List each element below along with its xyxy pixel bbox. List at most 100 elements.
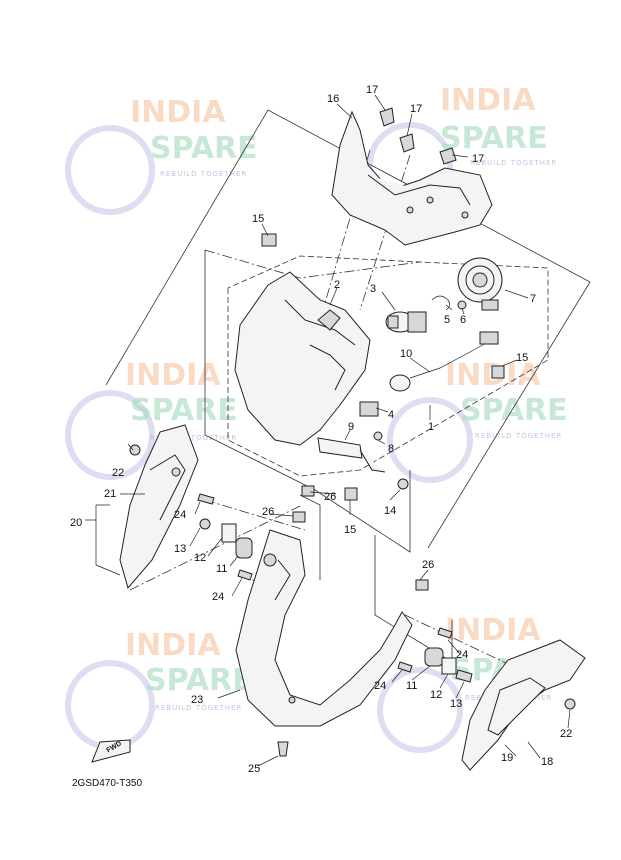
- damper-11-right: [424, 647, 444, 667]
- callout-5: 5: [444, 314, 450, 326]
- headlight-inner-frame: [204, 250, 411, 553]
- callout-2: 2: [334, 279, 340, 291]
- callout-4: 4: [388, 409, 394, 421]
- callout-11-right: 11: [406, 680, 417, 692]
- callout-24-right: 24: [374, 680, 386, 692]
- bolt-part-14: [397, 478, 409, 490]
- watermark-line1: INDIA: [125, 358, 221, 393]
- watermark-top-right: INDIA SPARE REBUILD TOGETHER: [367, 83, 557, 208]
- bolt-24-left-lower: [237, 569, 253, 581]
- watermark-tagline: REBUILD TOGETHER: [160, 170, 247, 178]
- bolt-chain-left: [204, 499, 306, 531]
- collar-12-right: [441, 657, 457, 675]
- callout-25: 25: [248, 763, 260, 775]
- socket-cover-part: [457, 257, 503, 311]
- callout-19: 19: [501, 752, 513, 764]
- callout-13-right: 13: [450, 698, 462, 710]
- callout-11-left: 11: [216, 563, 227, 575]
- callout-12-left: 12: [194, 552, 206, 564]
- callout-8: 8: [388, 443, 394, 455]
- callout-15-upper: 15: [252, 213, 264, 225]
- callout-22-left: 22: [112, 467, 124, 479]
- callout-26-right: 26: [422, 559, 434, 571]
- watermark-line2: SPARE: [150, 131, 258, 166]
- bolt-13-right: [455, 669, 473, 683]
- leader-lines: [85, 94, 571, 767]
- clip-15-right: [491, 365, 505, 379]
- watermark-tagline: REBUILD TOGETHER: [155, 704, 242, 712]
- callout-26-left: 26: [262, 506, 274, 518]
- clip-15-upper: [261, 233, 277, 247]
- screw-22-left: [129, 444, 141, 456]
- upper-cowl-part: [331, 110, 493, 246]
- bolt-25: [277, 741, 289, 757]
- nut-26-c: [415, 579, 429, 591]
- watermark-tagline: REBUILD TOGETHER: [150, 434, 237, 442]
- headlight-unit-part: [234, 271, 371, 446]
- screw-part-6: [457, 300, 467, 310]
- fwd-marker: FWD: [91, 739, 131, 763]
- damper-11-left: [235, 537, 253, 559]
- callout-26-mid: 26: [324, 491, 336, 503]
- callout-22-right: 22: [560, 728, 572, 740]
- callout-12-right: 12: [430, 689, 442, 701]
- spring-part-5: [431, 295, 450, 311]
- callout-9: 9: [348, 421, 354, 433]
- nut-26-b: [292, 511, 306, 523]
- watermark-tagline: REBUILD TOGETHER: [470, 159, 557, 167]
- callout-3: 3: [370, 283, 376, 295]
- screw-17-group: [379, 107, 457, 165]
- callout-10: 10: [400, 348, 412, 360]
- watermark-line2: SPARE: [460, 393, 568, 428]
- callout-17-c: 17: [472, 153, 484, 165]
- bolt-24-left-upper: [197, 493, 215, 505]
- callout-15-right: 15: [516, 352, 528, 364]
- bolt-13-left: [199, 518, 211, 530]
- bolt-24-right-upper: [437, 627, 453, 639]
- watermark-line2: SPARE: [130, 393, 238, 428]
- callout-1: 1: [428, 421, 434, 433]
- watermark-line1: INDIA: [440, 83, 536, 118]
- callout-18: 18: [541, 756, 553, 768]
- callout-17-a: 17: [366, 84, 378, 96]
- bolt-24-right-lower: [397, 661, 413, 673]
- callout-23: 23: [191, 694, 203, 706]
- watermark-mid-right: INDIA SPARE REBUILD TOGETHER: [387, 358, 568, 483]
- watermark-top-left: INDIA SPARE REBUILD TOGETHER: [65, 95, 258, 215]
- callout-6: 6: [460, 314, 466, 326]
- lower-frame-left: [299, 494, 321, 580]
- bulb-part: [385, 311, 427, 333]
- drawing-code: 2GSD470-T350: [72, 778, 142, 789]
- callout-24-left-lower: 24: [212, 591, 224, 603]
- cowl-chain-line-2: [359, 154, 411, 311]
- callout-labels: 1 2 3 4 5 6 7 8 9 10 11 11 12 12 13 13 1…: [70, 84, 572, 775]
- bolt-chain-right: [404, 614, 511, 666]
- watermark-line1: INDIA: [130, 95, 226, 130]
- callout-13-left: 13: [174, 543, 186, 555]
- screw-22-right: [564, 698, 576, 710]
- bracket-part-4: [359, 401, 379, 417]
- callout-24-right-upper: 24: [456, 649, 468, 661]
- bolt-part-8: [373, 431, 383, 441]
- watermark-bottom-left: INDIA SPARE REBUILD TOGETHER: [65, 628, 253, 750]
- side-cover-chain-left: [129, 505, 301, 591]
- watermark-line2: SPARE: [440, 121, 548, 156]
- headlight-chain-line: [204, 249, 421, 279]
- clip-15-lower: [344, 487, 358, 501]
- headlight-dashed-frame: [227, 255, 549, 477]
- lower-cowl-part: [235, 529, 413, 727]
- watermark-line1: INDIA: [445, 613, 541, 648]
- left-side-cover-part: [119, 424, 199, 590]
- callout-7: 7: [530, 293, 536, 305]
- collar-12-left: [221, 523, 237, 543]
- callout-24-left-upper: 24: [174, 509, 186, 521]
- watermark-line1: INDIA: [125, 628, 221, 663]
- callout-20: 20: [70, 517, 82, 529]
- right-side-cover-part: [461, 639, 586, 771]
- callout-15-lower: 15: [344, 524, 356, 536]
- position-lamp-lead-part: [389, 331, 499, 392]
- watermark-tagline: REBUILD TOGETHER: [475, 432, 562, 440]
- cowl-chain-line-1: [319, 149, 371, 321]
- lower-frame-right: [374, 535, 453, 663]
